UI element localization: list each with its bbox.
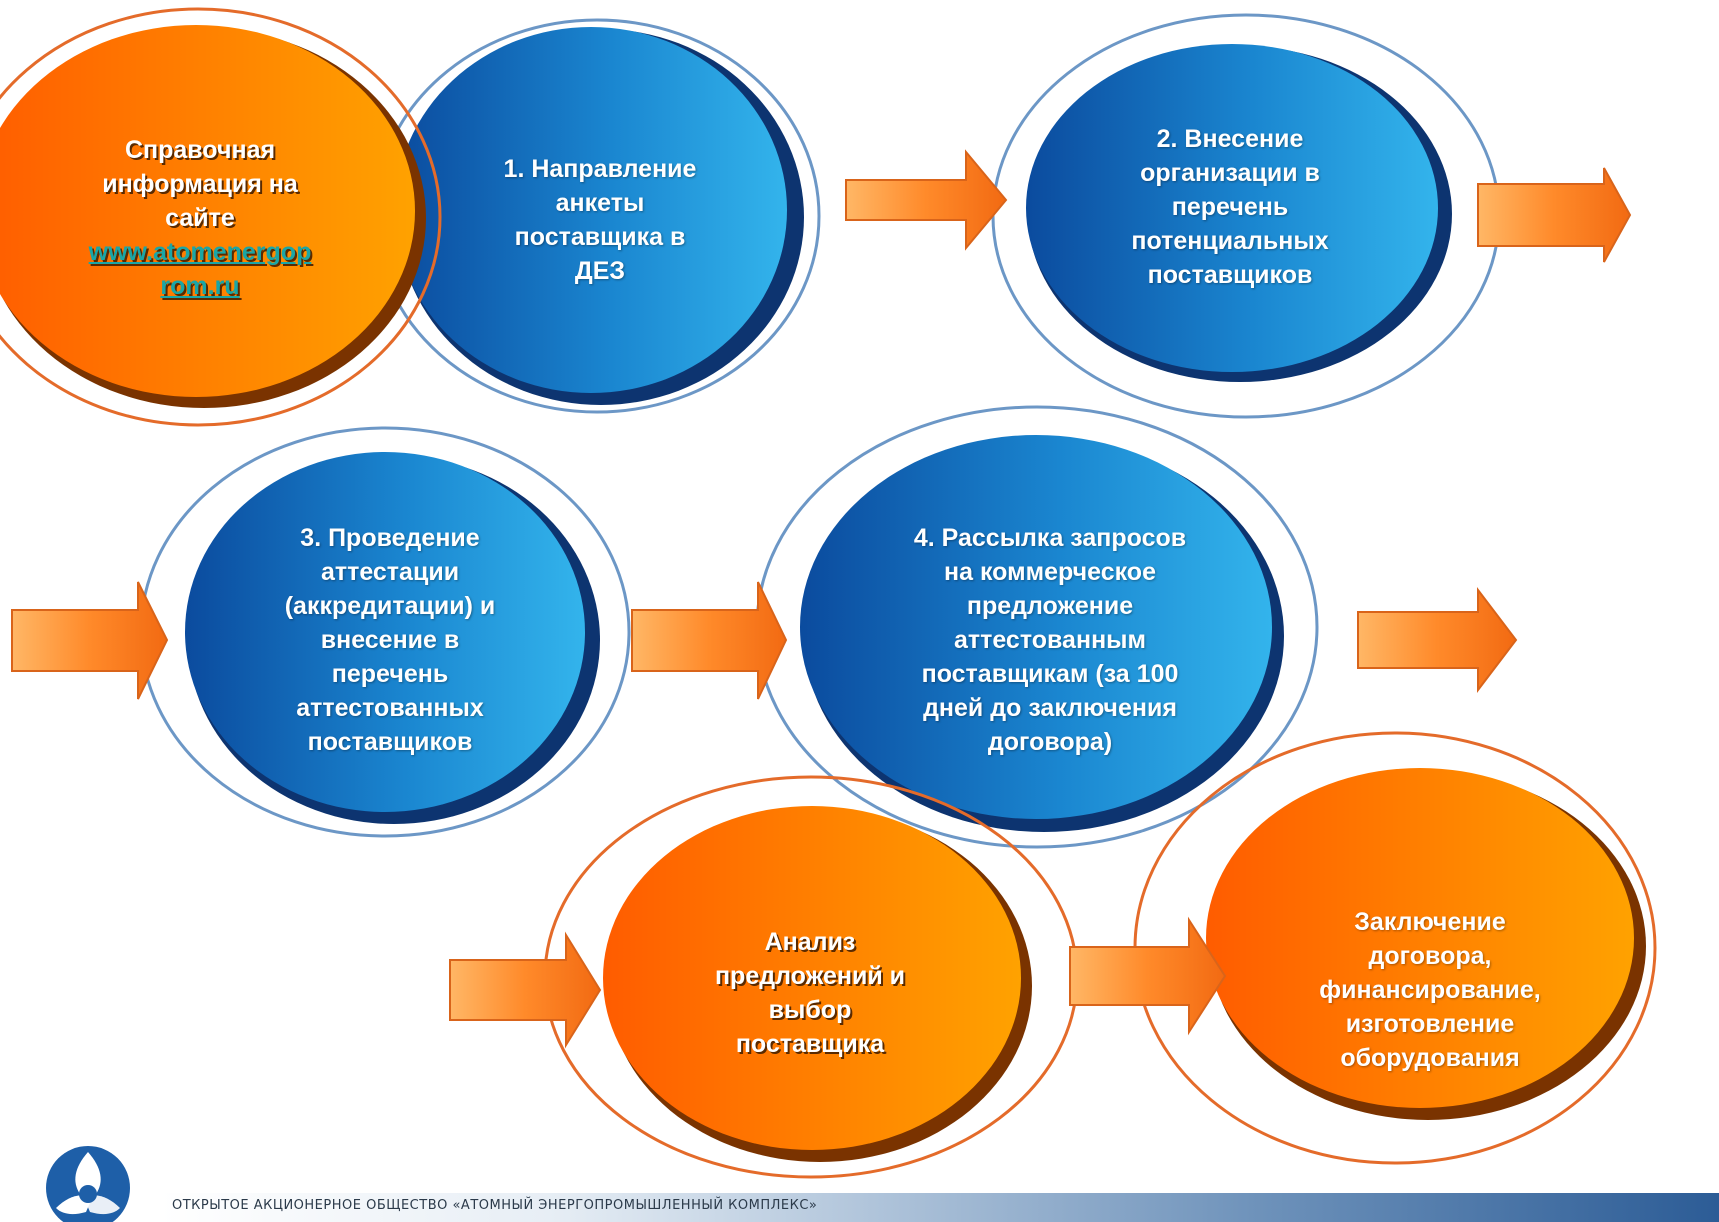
contract-node [1133, 731, 1657, 1165]
right-arrow-icon [1477, 167, 1632, 263]
info-text-line: Справочная [124, 136, 276, 164]
right-arrow-icon [845, 149, 1008, 251]
info-text-line: сайте [165, 204, 235, 232]
step1-label: 1. Направление анкеты поставщика в ДЕЗ [503, 155, 697, 285]
info-node-label: Справочная информация на сайте www.atome… [40, 118, 360, 318]
right-arrow-icon [11, 581, 169, 700]
step4-label: 4. Рассылка запросов на коммерческое пре… [913, 524, 1187, 756]
info-text-line: информация на [102, 170, 298, 198]
footer-bar [160, 1193, 1719, 1222]
analysis-label: Анализ предложений и выбор поставщика [714, 928, 906, 1058]
info-node [0, 7, 442, 427]
right-arrow-icon [1069, 916, 1227, 1036]
step1-node [373, 18, 821, 414]
step3-label: 3. Проведение аттестации (аккредитации) … [284, 524, 496, 756]
right-arrow-icon [631, 581, 788, 700]
right-arrow-icon [1357, 587, 1518, 693]
right-arrow-icon [449, 931, 602, 1049]
step4-node [755, 405, 1319, 849]
rosatom-logo [46, 1146, 130, 1222]
step2-node [991, 13, 1501, 419]
contract-label: Заключение договора, финансирование, изг… [1319, 908, 1541, 1072]
footer-company-name: ОТКРЫТОЕ АКЦИОНЕРНОЕ ОБЩЕСТВО «АТОМНЫЙ Э… [172, 1198, 818, 1213]
analysis-node [543, 775, 1079, 1179]
step2-label: 2. Внесение организации в перечень потен… [1131, 125, 1329, 289]
